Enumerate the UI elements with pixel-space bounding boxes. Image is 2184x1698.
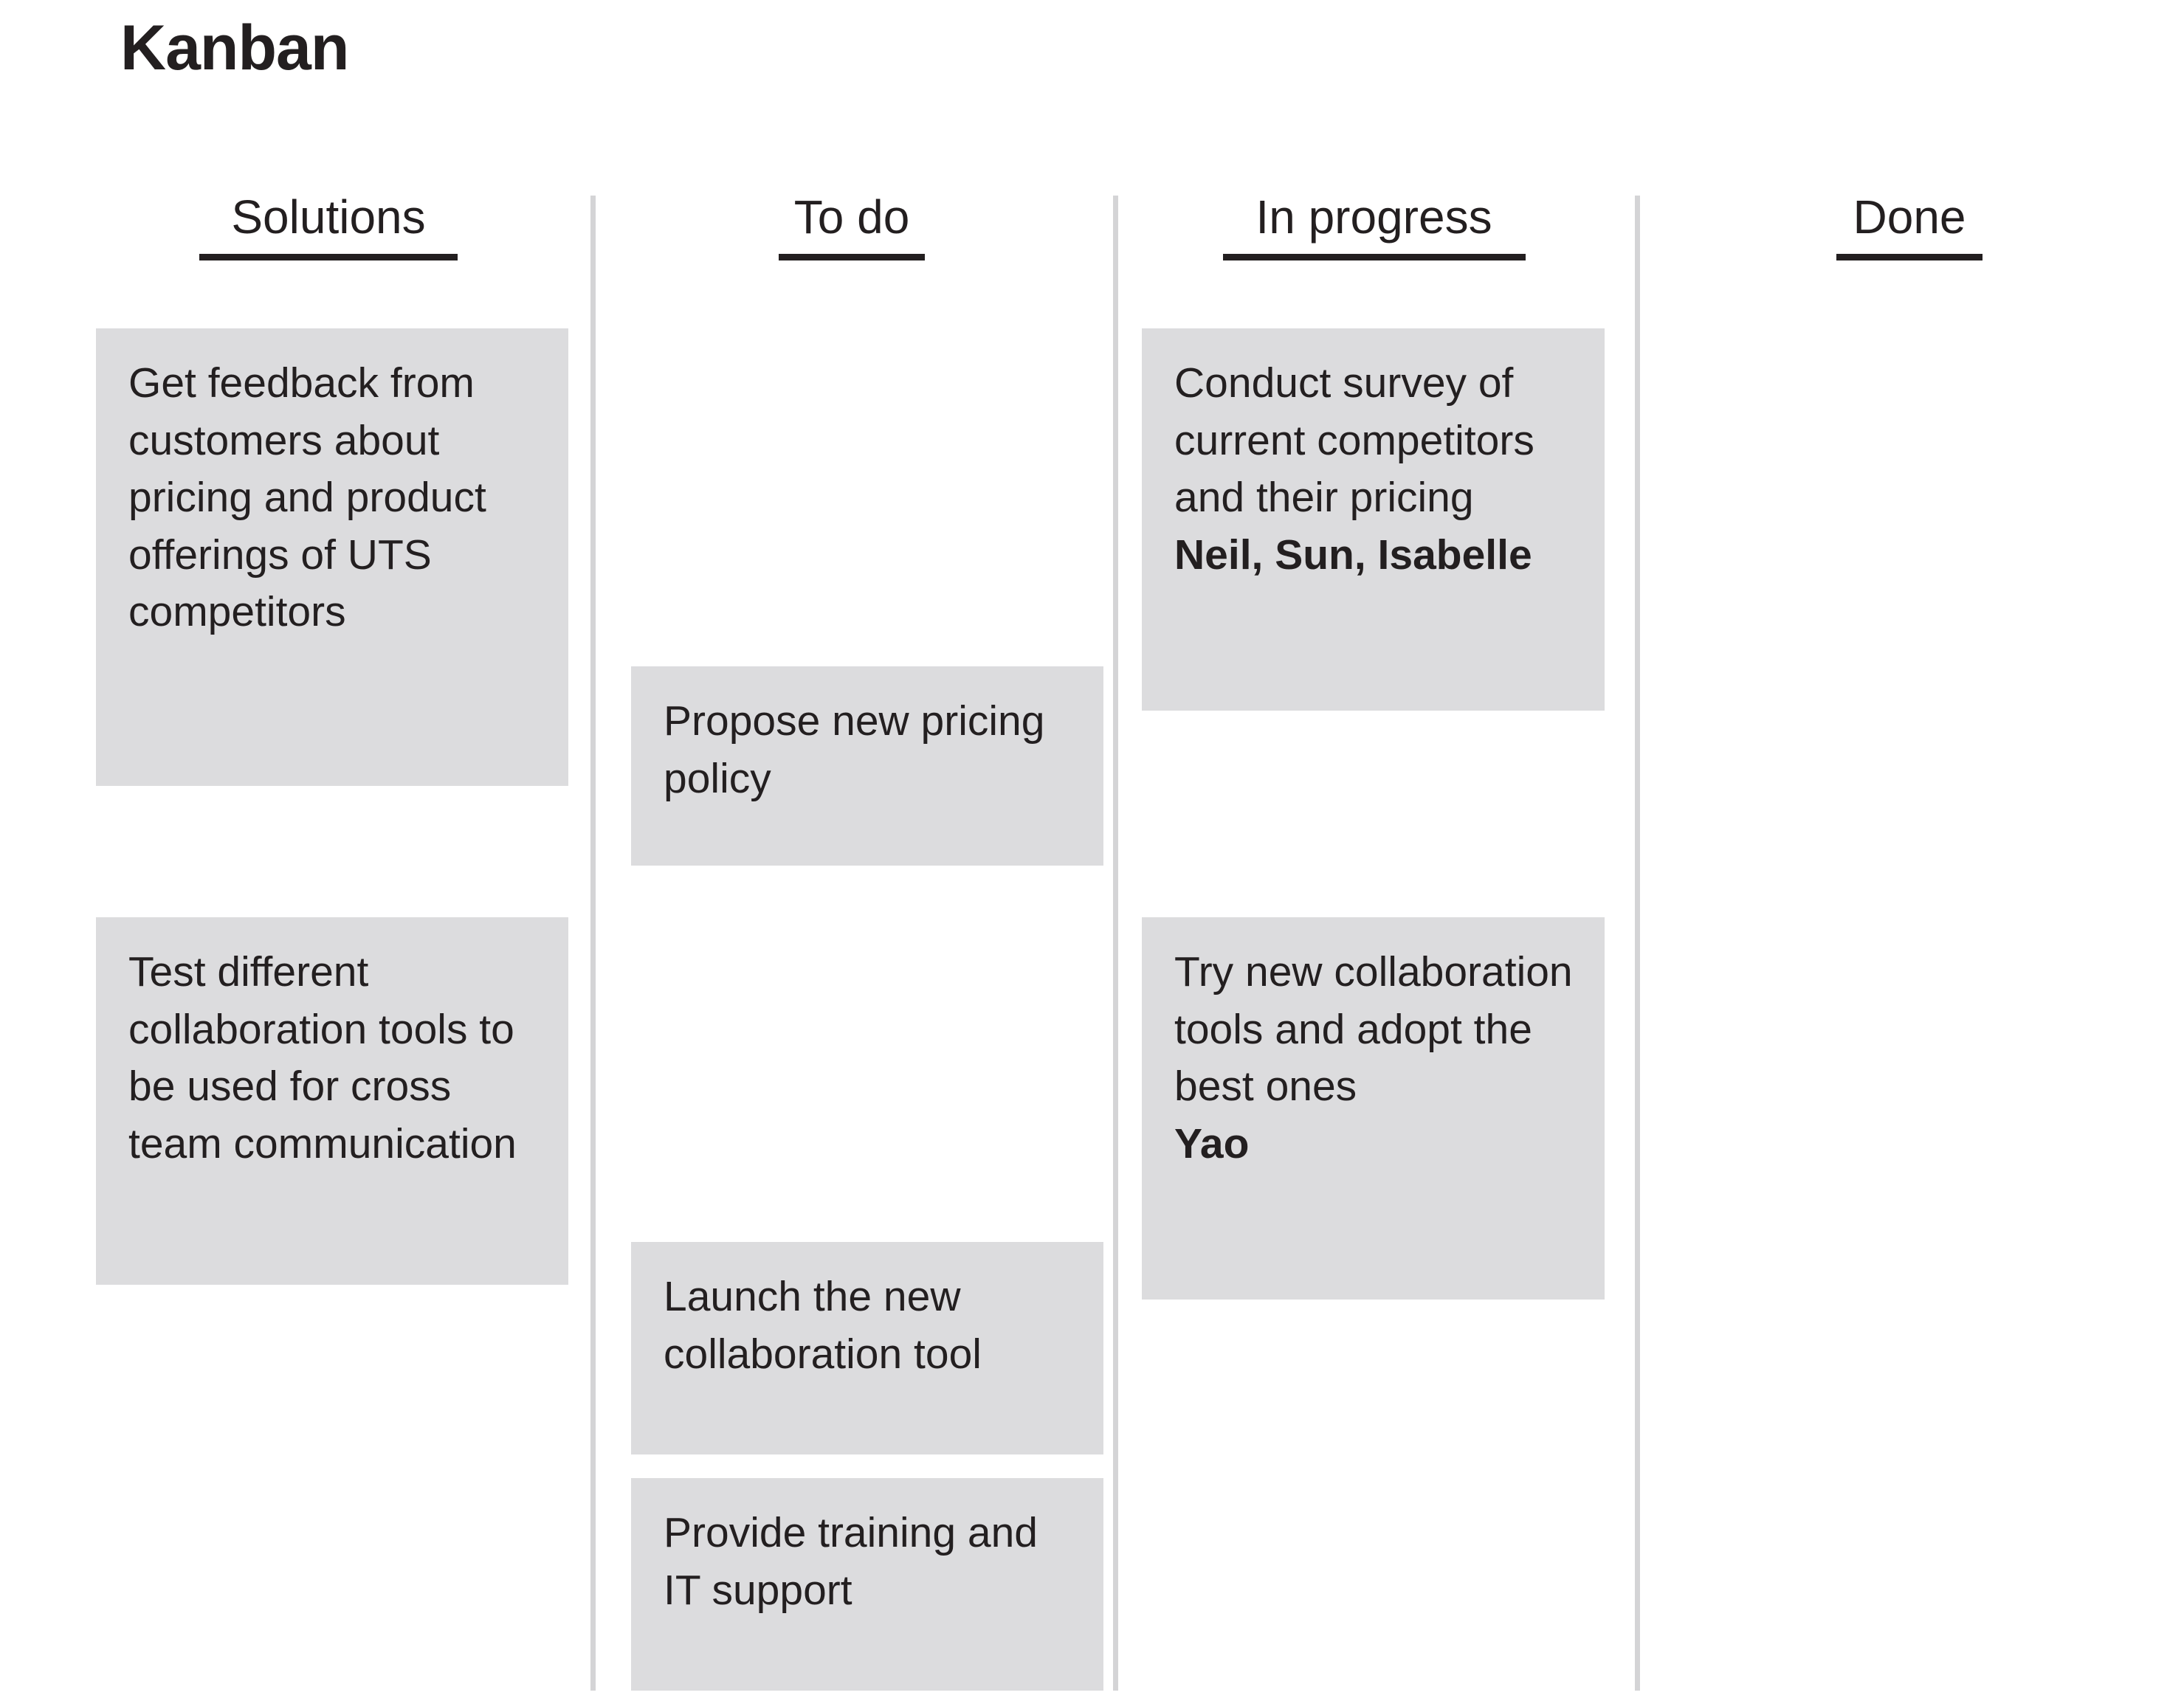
kanban-column-solutions: Solutions Get feedback from customers ab… — [66, 0, 590, 1698]
kanban-column-todo: To do Propose new pricing policy Launch … — [590, 0, 1113, 1698]
card-text: Test different collaboration tools to be… — [128, 948, 517, 1167]
column-header-done: Done — [1635, 193, 2184, 260]
column-title-done: Done — [1853, 190, 1966, 244]
kanban-card[interactable]: Try new collaboration tools and adopt th… — [1142, 917, 1605, 1300]
column-header-inprogress: In progress — [1113, 193, 1635, 260]
card-text: Conduct survey of current competitors an… — [1174, 359, 1534, 522]
card-assignees: Yao — [1174, 1119, 1250, 1167]
card-assignees: Neil, Sun, Isabelle — [1174, 531, 1532, 579]
kanban-card[interactable]: Propose new pricing policy — [631, 666, 1103, 866]
column-title-todo: To do — [793, 190, 910, 244]
column-header-solutions: Solutions — [66, 193, 590, 260]
kanban-card[interactable]: Get feedback from customers about pricin… — [96, 328, 568, 786]
card-text: Get feedback from customers about pricin… — [128, 359, 486, 636]
column-title-underline — [1836, 254, 1983, 260]
column-header-todo: To do — [590, 193, 1113, 260]
kanban-column-inprogress: In progress Conduct survey of current co… — [1113, 0, 1635, 1698]
column-title-underline — [1222, 254, 1526, 260]
page-title: Kanban — [120, 13, 349, 83]
kanban-column-done: Done — [1635, 0, 2184, 1698]
kanban-card[interactable]: Conduct survey of current competitors an… — [1142, 328, 1605, 711]
column-title-inprogress: In progress — [1255, 190, 1492, 244]
column-title-underline — [779, 254, 925, 260]
card-text: Provide training and IT support — [664, 1509, 1038, 1614]
kanban-card[interactable]: Launch the new collaboration tool — [631, 1242, 1103, 1454]
card-text: Try new collaboration tools and adopt th… — [1174, 948, 1573, 1111]
card-text: Launch the new collaboration tool — [664, 1273, 982, 1378]
column-title-underline — [199, 254, 458, 260]
column-title-solutions: Solutions — [231, 190, 426, 244]
kanban-card[interactable]: Test different collaboration tools to be… — [96, 917, 568, 1285]
kanban-card[interactable]: Provide training and IT support — [631, 1478, 1103, 1691]
card-text: Propose new pricing policy — [664, 697, 1045, 802]
